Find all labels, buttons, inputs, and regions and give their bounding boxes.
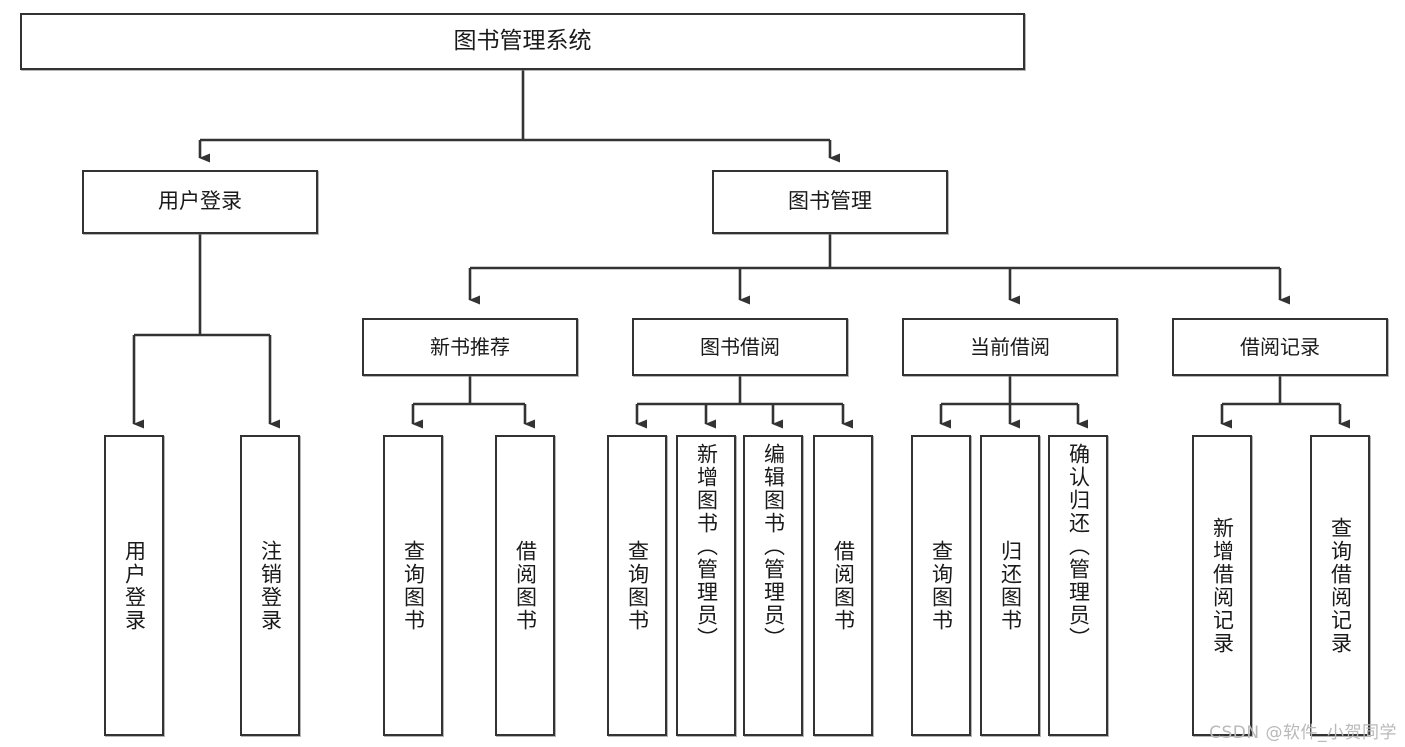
node-leaf-query-book-1[interactable]: 查询图书 bbox=[383, 435, 443, 736]
node-user-login[interactable]: 用户登录 bbox=[82, 170, 318, 234]
node-book-manage[interactable]: 图书管理 bbox=[712, 170, 948, 234]
node-leaf-query-book-3[interactable]: 查询图书 bbox=[911, 435, 971, 736]
node-leaf-logout[interactable]: 注销登录 bbox=[240, 435, 300, 736]
node-current-borrow-label: 当前借阅 bbox=[970, 334, 1050, 359]
node-book-borrow-label: 图书借阅 bbox=[700, 334, 780, 359]
node-new-book-rec-label: 新书推荐 bbox=[430, 334, 510, 359]
node-leaf-edit-book-label: 编辑图书（管理员） bbox=[761, 443, 786, 650]
node-leaf-return-book[interactable]: 归还图书 bbox=[980, 435, 1040, 736]
node-leaf-query-book-2[interactable]: 查询图书 bbox=[607, 435, 667, 736]
node-leaf-user-login[interactable]: 用户登录 bbox=[104, 435, 164, 736]
node-leaf-return-book-label: 归还图书 bbox=[998, 539, 1023, 632]
node-leaf-logout-label: 注销登录 bbox=[258, 539, 283, 632]
node-leaf-borrow-book-2-label: 借阅图书 bbox=[831, 539, 856, 632]
node-borrow-record-label: 借阅记录 bbox=[1240, 334, 1320, 359]
node-leaf-borrow-book-1-label: 借阅图书 bbox=[513, 539, 538, 632]
node-leaf-add-book[interactable]: 新增图书（管理员） bbox=[676, 435, 736, 736]
node-leaf-add-book-label: 新增图书（管理员） bbox=[694, 443, 719, 650]
node-leaf-add-record[interactable]: 新增借阅记录 bbox=[1192, 435, 1252, 736]
node-leaf-borrow-book-1[interactable]: 借阅图书 bbox=[495, 435, 555, 736]
node-current-borrow[interactable]: 当前借阅 bbox=[902, 318, 1118, 376]
node-leaf-query-book-3-label: 查询图书 bbox=[929, 539, 954, 632]
node-book-manage-label: 图书管理 bbox=[788, 189, 872, 214]
node-leaf-query-record[interactable]: 查询借阅记录 bbox=[1310, 435, 1370, 736]
node-user-login-label: 用户登录 bbox=[158, 189, 242, 214]
node-borrow-record[interactable]: 借阅记录 bbox=[1172, 318, 1388, 376]
node-root[interactable]: 图书管理系统 bbox=[20, 13, 1025, 70]
node-leaf-borrow-book-2[interactable]: 借阅图书 bbox=[813, 435, 873, 736]
node-leaf-confirm-return-label: 确认归还（管理员） bbox=[1066, 443, 1091, 650]
node-new-book-rec[interactable]: 新书推荐 bbox=[362, 318, 578, 376]
node-leaf-query-book-1-label: 查询图书 bbox=[401, 539, 426, 632]
node-leaf-query-record-label: 查询借阅记录 bbox=[1328, 516, 1353, 655]
node-book-borrow[interactable]: 图书借阅 bbox=[632, 318, 848, 376]
node-leaf-edit-book[interactable]: 编辑图书（管理员） bbox=[743, 435, 803, 736]
node-leaf-user-login-label: 用户登录 bbox=[122, 539, 147, 632]
node-leaf-query-book-2-label: 查询图书 bbox=[625, 539, 650, 632]
watermark-text: CSDN @软件_小贺同学 bbox=[1209, 723, 1397, 743]
node-leaf-add-record-label: 新增借阅记录 bbox=[1210, 516, 1235, 655]
node-leaf-confirm-return[interactable]: 确认归还（管理员） bbox=[1048, 435, 1108, 736]
node-root-label: 图书管理系统 bbox=[453, 28, 592, 55]
